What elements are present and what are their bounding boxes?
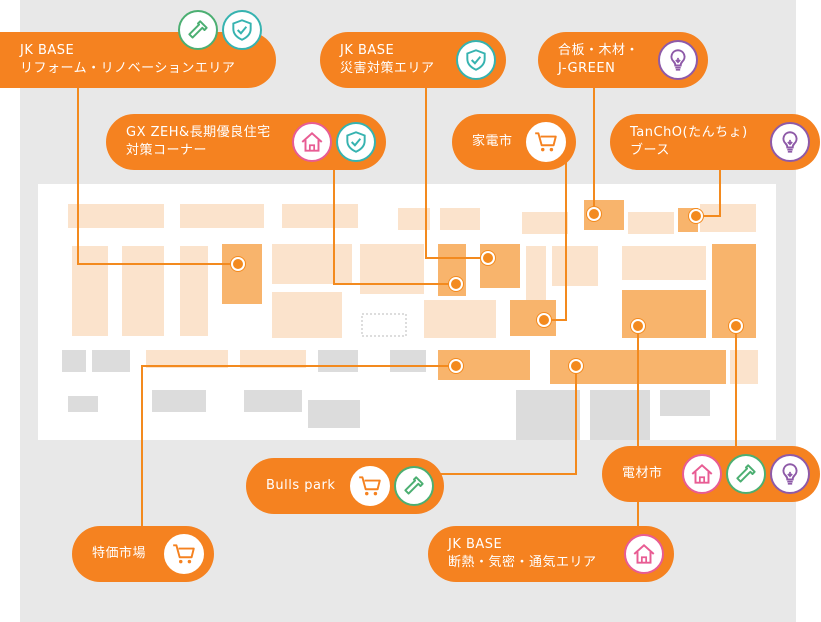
label-line1: JK BASE	[340, 43, 395, 58]
bulb-icon	[770, 122, 810, 162]
location-dot	[689, 209, 703, 223]
label-line1: Bulls park	[266, 478, 336, 493]
house-icon	[292, 122, 332, 162]
label-line1: JK BASE	[448, 537, 503, 552]
label-tancho-booth[interactable]: TanChO(たんちょ) ブース	[610, 114, 820, 170]
location-dot	[729, 319, 743, 333]
booth	[68, 204, 164, 228]
facility	[244, 390, 302, 412]
label-electric-market[interactable]: 電材市	[602, 446, 820, 502]
label-line2: J-GREEN	[558, 61, 616, 76]
cart-icon	[526, 122, 566, 162]
label-plywood-jgreen[interactable]: 合板・木材・ J-GREEN	[538, 32, 708, 88]
tool-icon	[394, 466, 434, 506]
icon-group	[178, 10, 262, 50]
facility	[516, 390, 580, 440]
facility	[152, 390, 206, 412]
tool-icon	[726, 454, 766, 494]
facility	[590, 390, 650, 440]
booth	[522, 212, 568, 234]
label-jk-base-reform[interactable]: JK BASE リフォーム・リノベーションエリア	[0, 32, 276, 88]
icon-group	[658, 40, 698, 80]
icon-group	[350, 466, 434, 506]
booth	[360, 244, 424, 294]
booth	[146, 350, 228, 368]
location-dot	[481, 251, 495, 265]
booth	[398, 208, 430, 230]
booth	[180, 204, 264, 228]
cart-icon	[350, 466, 390, 506]
icon-group	[682, 454, 810, 494]
facility	[660, 390, 710, 416]
cart-icon	[164, 534, 204, 574]
tool-icon	[178, 10, 218, 50]
bulb-icon	[658, 40, 698, 80]
icon-group	[770, 122, 810, 162]
facility	[308, 400, 360, 428]
icon-group	[456, 40, 496, 80]
icon-group	[292, 122, 376, 162]
icon-group	[526, 122, 566, 162]
location-dot	[449, 277, 463, 291]
label-bulls-park[interactable]: Bulls park	[246, 458, 444, 514]
location-dot	[449, 359, 463, 373]
label-line2: 断熱・気密・通気エリア	[448, 555, 597, 570]
label-line2: ブース	[630, 143, 670, 158]
label-line1: JK BASE	[20, 43, 75, 58]
shield-icon	[222, 10, 262, 50]
label-jk-base-disaster[interactable]: JK BASE 災害対策エリア	[320, 32, 506, 88]
booth	[622, 246, 706, 280]
shield-icon	[336, 122, 376, 162]
icon-group	[624, 534, 664, 574]
location-dot	[231, 257, 245, 271]
booth	[424, 300, 496, 338]
booth-reform[interactable]	[222, 244, 262, 304]
label-line2: 対策コーナー	[126, 143, 208, 158]
label-line1: 電材市	[622, 466, 663, 481]
label-line1: GX ZEH&長期優良住宅	[126, 125, 271, 140]
bulb-icon	[770, 454, 810, 494]
icon-group	[164, 534, 204, 574]
label-line1: 家電市	[472, 134, 513, 149]
booth	[240, 350, 306, 368]
booth	[180, 246, 208, 336]
label-line2: リフォーム・リノベーションエリア	[20, 61, 236, 76]
house-icon	[624, 534, 664, 574]
booth	[122, 246, 164, 336]
booth	[440, 208, 480, 230]
booth	[282, 204, 358, 228]
location-dot	[587, 207, 601, 221]
house-icon	[682, 454, 722, 494]
booth	[272, 244, 352, 284]
booth	[552, 246, 598, 286]
booth	[700, 204, 756, 232]
location-dot	[537, 313, 551, 327]
label-gx-zeh[interactable]: GX ZEH&長期優良住宅対策コーナー	[106, 114, 386, 170]
facility	[62, 350, 86, 372]
label-line1: 合板・木材・	[558, 43, 640, 58]
booth	[272, 292, 342, 338]
facility	[92, 350, 130, 372]
label-special-price-market[interactable]: 特価市場	[72, 526, 214, 582]
booth	[628, 212, 674, 234]
location-dot	[631, 319, 645, 333]
shield-icon	[456, 40, 496, 80]
label-appliance-market[interactable]: 家電市	[452, 114, 576, 170]
label-line2: 災害対策エリア	[340, 61, 435, 76]
label-line1: 特価市場	[92, 546, 147, 561]
facility	[68, 396, 98, 412]
label-jk-base-insulation[interactable]: JK BASE 断熱・気密・通気エリア	[428, 526, 674, 582]
booth	[730, 350, 758, 384]
location-dot	[569, 359, 583, 373]
label-line1: TanChO(たんちょ)	[630, 125, 748, 140]
